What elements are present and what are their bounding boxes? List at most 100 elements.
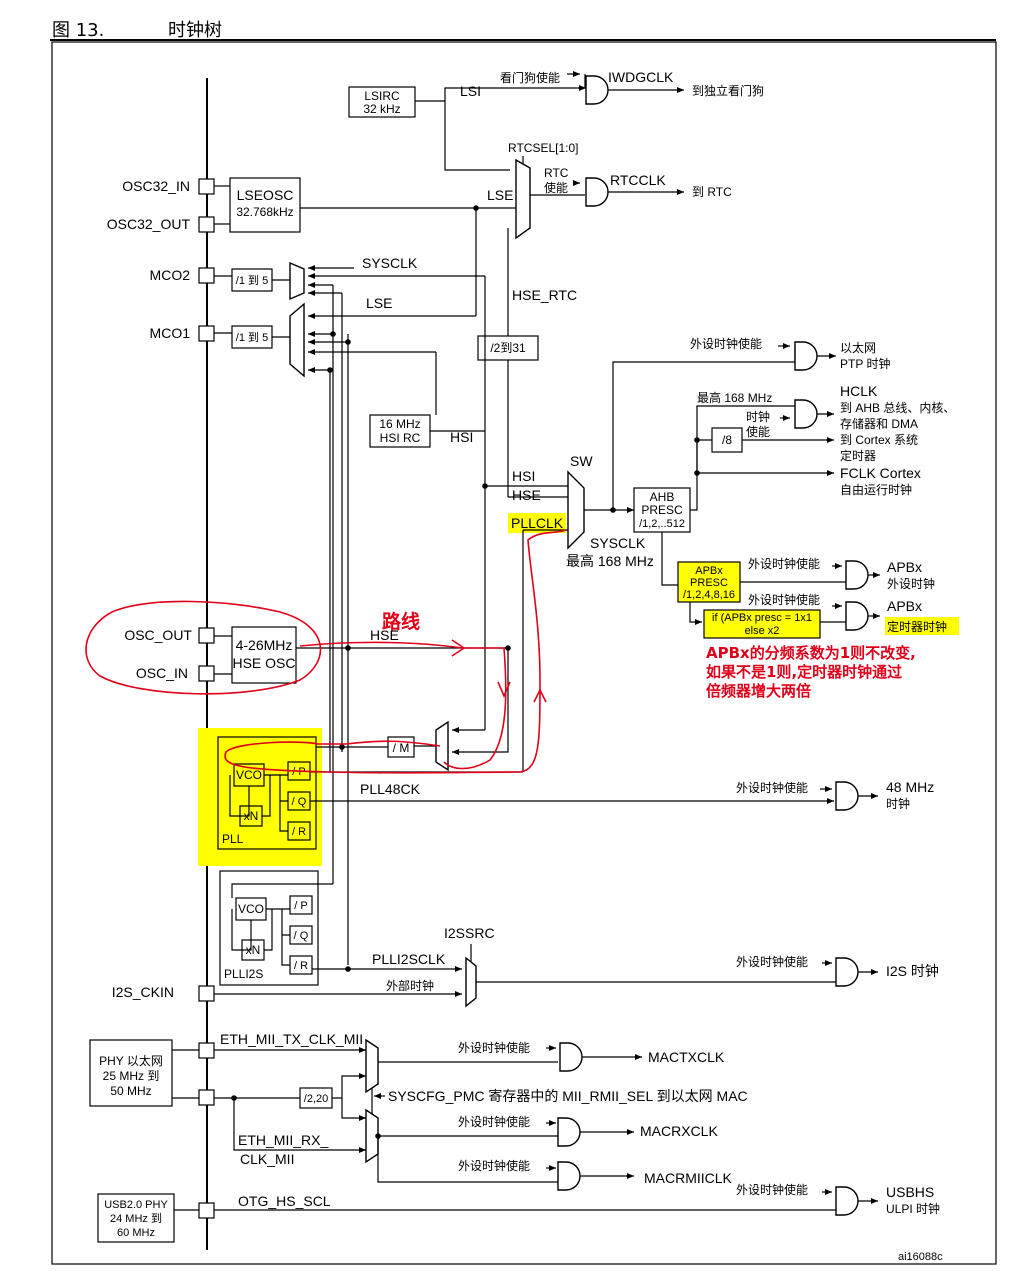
hse-label: HSE bbox=[370, 627, 399, 643]
ahb-max-label: 最高 168 MHz bbox=[697, 390, 772, 405]
hclk-out-1: HCLK bbox=[840, 383, 878, 399]
macrx-gate bbox=[557, 1117, 581, 1147]
pin-osc32-out: OSC32_OUT bbox=[107, 216, 215, 233]
rtc-gate bbox=[585, 177, 609, 207]
pin-i2s-ckin: I2S_CKIN bbox=[112, 984, 215, 1002]
svg-text:60 MHz: 60 MHz bbox=[117, 1227, 155, 1239]
usbhs-out-2: ULPI 时钟 bbox=[886, 1201, 940, 1216]
svg-text:/ Q: / Q bbox=[292, 796, 307, 808]
usbfs-enable-label: 外设时钟使能 bbox=[736, 780, 808, 795]
eth-tx-label: ETH_MII_TX_CLK_MII bbox=[220, 1031, 363, 1047]
usbhs-out-1: USBHS bbox=[886, 1184, 934, 1200]
note-line-1: APBx的分频系数为1则不改变, bbox=[706, 644, 916, 662]
fclk-out-1: FCLK Cortex bbox=[840, 465, 921, 481]
svg-text:/ P: / P bbox=[294, 900, 307, 912]
i2s-gate bbox=[835, 957, 859, 987]
svg-text:/8: /8 bbox=[722, 433, 732, 447]
svg-text:xN: xN bbox=[244, 809, 259, 823]
red-circle-hse bbox=[85, 600, 322, 695]
div8-block: /8 bbox=[711, 427, 743, 453]
sysclk-max-label: 最高 168 MHz bbox=[566, 553, 654, 569]
svg-text:25 MHz 到: 25 MHz 到 bbox=[103, 1069, 160, 1083]
usbfs-out-1: 48 MHz bbox=[886, 779, 934, 795]
ahb-prescaler: AHB PRESC /1,2,..512 bbox=[633, 487, 691, 533]
pin-eth-tx bbox=[198, 1042, 215, 1059]
macrx-enable-label: 外设时钟使能 bbox=[458, 1114, 530, 1129]
iwdgclk-label: IWDGCLK bbox=[608, 69, 674, 85]
lseosc-block: LSEOSC 32.768kHz bbox=[229, 177, 301, 233]
svg-text:PRESC: PRESC bbox=[690, 577, 728, 589]
hsi-label: HSI bbox=[450, 429, 473, 445]
pll-m-divider: / M bbox=[387, 736, 415, 758]
hclk-gate bbox=[794, 399, 818, 429]
figure-title: 时钟树 bbox=[168, 20, 222, 41]
svg-text:4-26MHz: 4-26MHz bbox=[236, 637, 293, 653]
svg-text:/1,2,..512: /1,2,..512 bbox=[639, 518, 685, 530]
svg-text:else x2: else x2 bbox=[745, 625, 780, 637]
svg-text:xN: xN bbox=[246, 943, 261, 957]
cortex-out-2: 定时器 bbox=[840, 448, 876, 463]
rtc-divider-block: /2到31 bbox=[477, 335, 539, 361]
note-line-3: 倍频器增大两倍 bbox=[706, 682, 811, 700]
macrmii-enable-label: 外设时钟使能 bbox=[458, 1158, 530, 1173]
figure-id: ai16088c bbox=[898, 1251, 943, 1263]
svg-text:32 kHz: 32 kHz bbox=[363, 102, 400, 116]
figure-number: 图 13. bbox=[52, 20, 104, 41]
svg-text:OSC_OUT: OSC_OUT bbox=[124, 627, 192, 643]
svg-text:VCO: VCO bbox=[236, 768, 262, 782]
plli2sclk-label: PLLI2SCLK bbox=[372, 951, 446, 967]
syscfg-label: SYSCFG_PMC 寄存器中的 MII_RMII_SEL 到以太网 MAC bbox=[388, 1088, 748, 1104]
i2s-out: I2S 时钟 bbox=[886, 963, 939, 979]
ptp-enable-label: 外设时钟使能 bbox=[690, 336, 762, 351]
hse-sw-label: HSE bbox=[512, 487, 541, 503]
pllclk-highlight bbox=[508, 513, 566, 533]
iwdg-destination: 到独立看门狗 bbox=[692, 83, 764, 98]
svg-text:/ P: / P bbox=[292, 766, 305, 778]
sw-mux bbox=[567, 470, 585, 550]
svg-text:OSC32_OUT: OSC32_OUT bbox=[107, 216, 191, 232]
svg-text:/ M: / M bbox=[393, 741, 410, 755]
rtc-enable-label-2: 使能 bbox=[544, 180, 568, 195]
otg-label: OTG_HS_SCL bbox=[238, 1193, 331, 1209]
hseosc-block: 4-26MHz HSE OSC bbox=[231, 626, 297, 684]
hclk-out-3: 存储器和 DMA bbox=[840, 416, 918, 431]
macrmii-out: MACRMIICLK bbox=[644, 1170, 733, 1186]
mac-tx-mux bbox=[365, 1038, 379, 1094]
macrmii-gate bbox=[557, 1161, 581, 1191]
pin-osc-out: OSC_OUT bbox=[124, 627, 215, 644]
rtcclk-label: RTCCLK bbox=[610, 172, 666, 188]
ext-clk-label: 外部时钟 bbox=[386, 978, 434, 993]
iwdg-gate bbox=[585, 75, 609, 105]
plli2s-block: VCO xN / P / Q / R PLLI2S bbox=[219, 870, 319, 986]
svg-text:MCO2: MCO2 bbox=[150, 267, 191, 283]
apbtim-gate bbox=[845, 601, 869, 631]
svg-text:/ R: / R bbox=[292, 826, 306, 838]
div220-block: /2,20 bbox=[299, 1087, 333, 1109]
pin-eth-rx bbox=[198, 1089, 215, 1106]
hclk-out-2: 到 AHB 总线、内核、 bbox=[840, 401, 955, 415]
usb-phy-block: USB2.0 PHY 24 MHz 到 60 MHz bbox=[97, 1193, 175, 1243]
svg-text:I2S_CKIN: I2S_CKIN bbox=[112, 984, 174, 1000]
usbhs-gate bbox=[835, 1186, 859, 1216]
mco1-mux bbox=[289, 302, 305, 378]
eth-phy-block: PHY 以太网 25 MHz 到 50 MHz bbox=[89, 1039, 173, 1107]
usbfs-gate bbox=[835, 781, 859, 811]
pllclk-label: PLLCLK bbox=[511, 515, 564, 531]
apbtim-enable-label: 外设时钟使能 bbox=[748, 592, 820, 607]
route-label: 路线 bbox=[382, 610, 420, 633]
apb-gate bbox=[845, 560, 869, 590]
apb-enable-label: 外设时钟使能 bbox=[748, 556, 820, 571]
red-route-hse bbox=[299, 641, 504, 649]
mco2-divider: /1 到 5 bbox=[231, 268, 273, 292]
usbhs-enable-label: 外设时钟使能 bbox=[736, 1182, 808, 1197]
sw-label: SW bbox=[570, 453, 593, 469]
svg-text:PHY 以太网: PHY 以太网 bbox=[99, 1053, 163, 1068]
i2s-mux bbox=[465, 956, 477, 1008]
svg-text:VCO: VCO bbox=[238, 902, 264, 916]
apb-out-2: 外设时钟 bbox=[887, 576, 935, 591]
svg-text:24 MHz 到: 24 MHz 到 bbox=[110, 1212, 162, 1225]
fclk-out-2: 自由运行时钟 bbox=[840, 482, 912, 497]
svg-text:50 MHz: 50 MHz bbox=[110, 1084, 151, 1098]
svg-text:HSE OSC: HSE OSC bbox=[232, 655, 295, 671]
hsirc-block: 16 MHz HSI RC bbox=[369, 414, 431, 448]
